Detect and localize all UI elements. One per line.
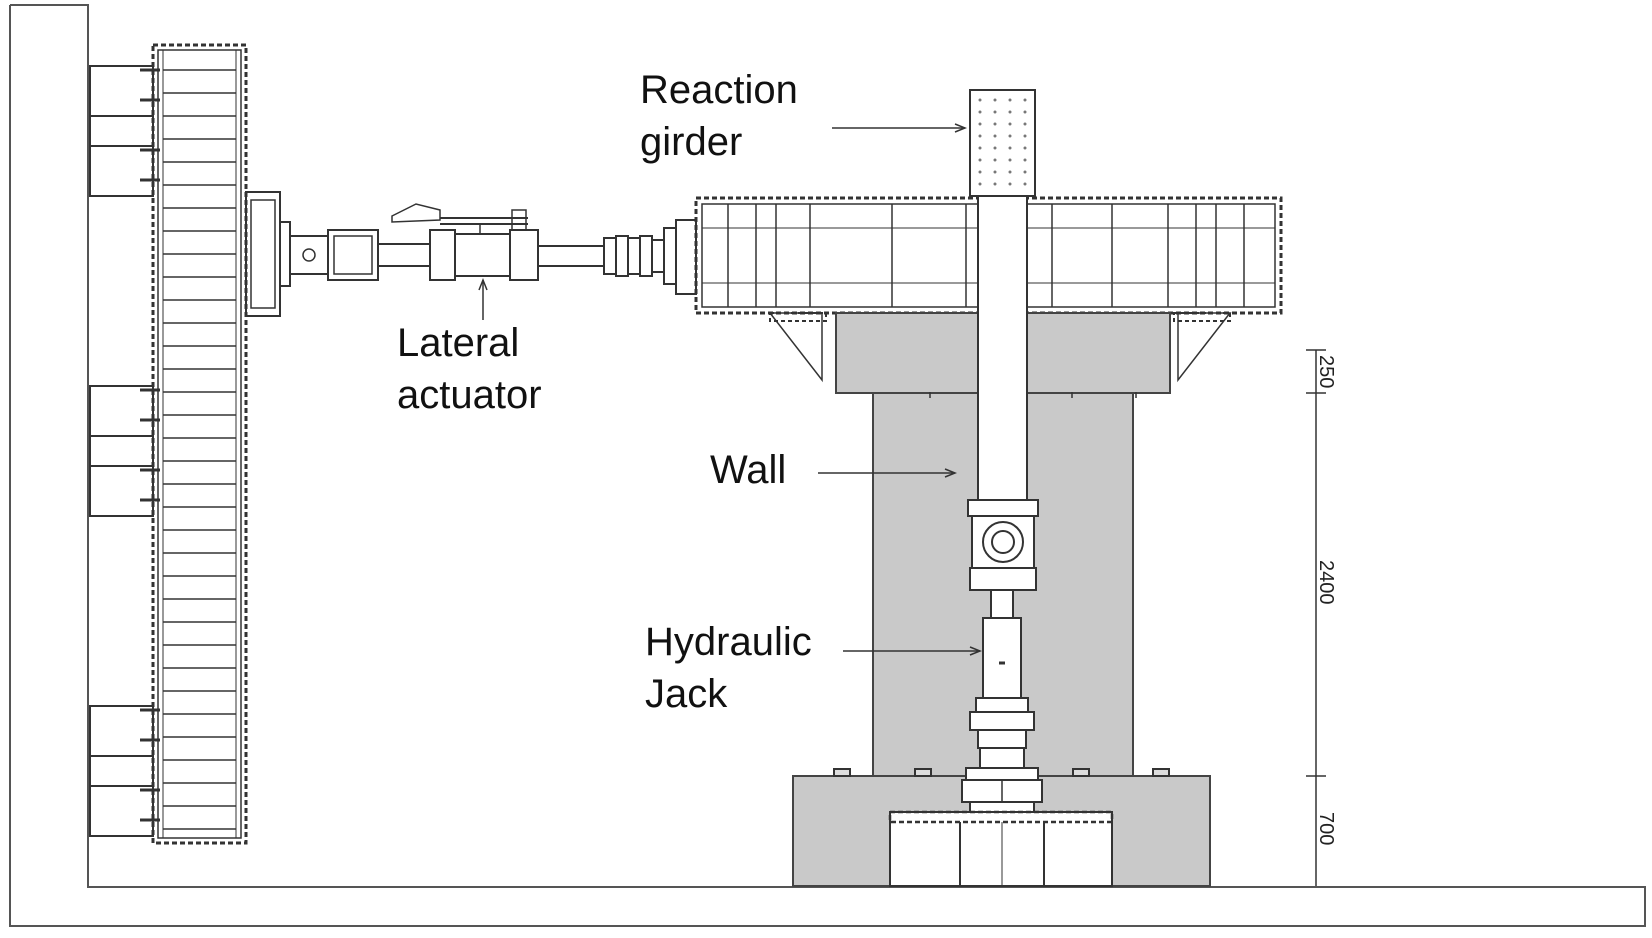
label-hydraulic-jack-line2: Jack [645,672,728,716]
lateral-actuator [245,191,697,320]
dimension-2400: 2400 [1315,560,1337,605]
dimension-700: 700 [1315,812,1337,845]
label-wall: Wall [710,448,787,492]
reaction-girder [969,89,1036,197]
frame-outline [9,4,1646,927]
hydraulic-jack-assembly [888,195,1114,887]
dimension-250: 250 [1315,355,1337,388]
dimension-line [1306,349,1326,886]
label-lateral-actuator-line2: actuator [397,373,542,417]
label-lateral-actuator-line1: Lateral [397,321,520,365]
label-reaction-girder-line1: Reaction [640,68,798,112]
reaction-frame [89,43,248,845]
label-hydraulic-jack-line1: Hydraulic [645,620,812,664]
leader-lines [818,123,983,656]
label-reaction-girder-line2: girder [640,120,743,164]
